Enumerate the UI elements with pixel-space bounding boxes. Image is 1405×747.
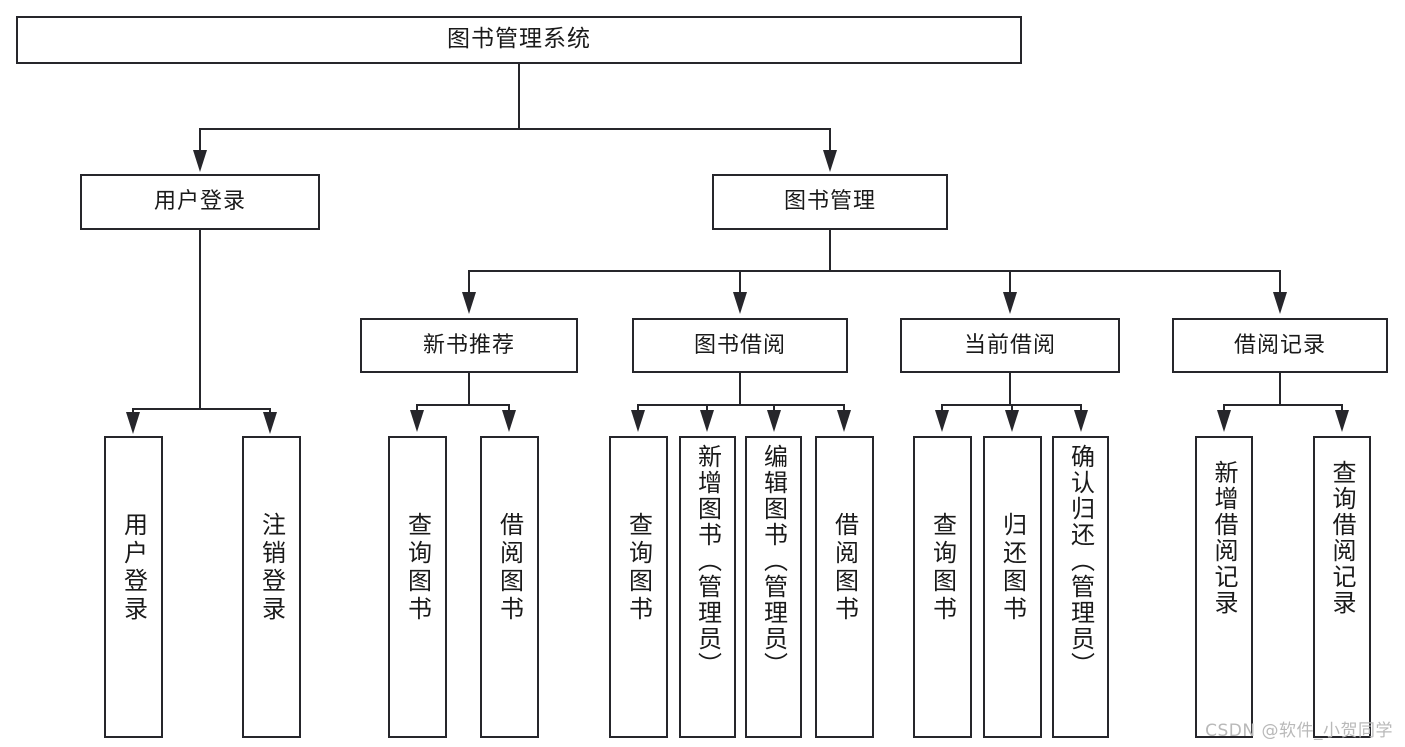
connector-root-stem <box>518 64 520 128</box>
node-new-book-recommend[interactable]: 新书推荐 <box>360 318 578 373</box>
connector-borrow-stem <box>739 373 741 404</box>
leaf-borrow-book-recommend[interactable]: 借阅图书 <box>480 436 539 738</box>
arrowhead-level2-2 <box>733 292 747 314</box>
connector-level2-drop-2 <box>739 270 741 292</box>
connector-level2-drop-3 <box>1009 270 1011 292</box>
connector-level2-bus <box>468 270 1280 272</box>
node-label: 查询图书 <box>928 512 957 624</box>
arrowhead-borrow-leaf-1 <box>631 410 645 432</box>
node-label: 新书推荐 <box>422 332 515 358</box>
node-label: 图书借阅 <box>693 332 786 358</box>
node-borrow-records[interactable]: 借阅记录 <box>1172 318 1388 373</box>
connector-records-bus <box>1223 404 1342 406</box>
connector-borrow-drop-2 <box>706 404 708 410</box>
connector-current-stem <box>1009 373 1011 404</box>
node-user-login[interactable]: 用户登录 <box>80 174 320 230</box>
leaf-query-borrow-record[interactable]: 查询借阅记录 <box>1313 436 1371 738</box>
connector-level1-bus <box>199 128 831 130</box>
node-label: 归还图书 <box>998 512 1027 624</box>
connector-level1-drop-1 <box>199 128 201 152</box>
leaf-query-book-current[interactable]: 查询图书 <box>913 436 972 738</box>
connector-recommend-drop-1 <box>416 404 418 410</box>
leaf-query-book-borrow[interactable]: 查询图书 <box>609 436 668 738</box>
leaf-edit-book-admin[interactable]: 编辑图书（管理员） <box>745 436 802 738</box>
connector-level1-drop-2 <box>829 128 831 152</box>
arrowhead-borrow-leaf-3 <box>767 410 781 432</box>
node-label: 新增图书（管理员） <box>693 444 722 678</box>
leaf-add-book-admin[interactable]: 新增图书（管理员） <box>679 436 736 738</box>
node-book-borrow[interactable]: 图书借阅 <box>632 318 848 373</box>
node-label: 用户登录 <box>119 512 148 624</box>
connector-login-stem <box>199 230 201 410</box>
node-label: 查询借阅记录 <box>1328 460 1356 616</box>
connector-recommend-drop-2 <box>508 404 510 410</box>
node-label: 查询图书 <box>403 512 432 624</box>
leaf-query-book-recommend[interactable]: 查询图书 <box>388 436 447 738</box>
connector-borrow-bus <box>637 404 844 406</box>
leaf-return-book[interactable]: 归还图书 <box>983 436 1042 738</box>
node-label: 用户登录 <box>153 189 246 215</box>
connector-borrow-drop-1 <box>637 404 639 410</box>
connector-level2-drop-1 <box>468 270 470 292</box>
node-label: 查询图书 <box>624 512 653 624</box>
connector-login-drop-1 <box>132 408 134 414</box>
node-label: 确认归还（管理员） <box>1066 444 1095 678</box>
node-label: 新增借阅记录 <box>1210 460 1238 616</box>
node-label: 编辑图书（管理员） <box>759 444 788 678</box>
leaf-logout[interactable]: 注销登录 <box>242 436 301 738</box>
connector-records-drop-1 <box>1223 404 1225 410</box>
connector-recommend-bus <box>416 404 509 406</box>
node-label: 借阅图书 <box>830 512 859 624</box>
leaf-user-login[interactable]: 用户登录 <box>104 436 163 738</box>
arrowhead-records-leaf-1 <box>1217 410 1231 432</box>
arrowhead-current-leaf-2 <box>1005 410 1019 432</box>
arrowhead-recommend-leaf-1 <box>410 410 424 432</box>
connector-recommend-stem <box>468 373 470 404</box>
node-label: 图书管理 <box>783 189 876 215</box>
arrowhead-level2-3 <box>1003 292 1017 314</box>
node-root-system[interactable]: 图书管理系统 <box>16 16 1022 64</box>
leaf-confirm-return-admin[interactable]: 确认归还（管理员） <box>1052 436 1109 738</box>
csdn-watermark: CSDN @软件_小贺同学 <box>1205 721 1393 741</box>
node-book-management[interactable]: 图书管理 <box>712 174 948 230</box>
arrowhead-level1-2 <box>823 150 837 172</box>
node-current-borrow[interactable]: 当前借阅 <box>900 318 1120 373</box>
node-label: 图书管理系统 <box>447 26 591 53</box>
connector-current-drop-3 <box>1080 404 1082 410</box>
arrowhead-borrow-leaf-2 <box>700 410 714 432</box>
connector-level2-drop-4 <box>1279 270 1281 292</box>
arrowhead-level1-1 <box>193 150 207 172</box>
connector-records-stem <box>1279 373 1281 404</box>
connector-records-drop-2 <box>1341 404 1343 410</box>
connector-login-bus <box>132 408 270 410</box>
arrowhead-recommend-leaf-2 <box>502 410 516 432</box>
connector-login-drop-2 <box>269 408 271 414</box>
connector-current-drop-2 <box>1011 404 1013 410</box>
arrowhead-borrow-leaf-4 <box>837 410 851 432</box>
arrowhead-records-leaf-2 <box>1335 410 1349 432</box>
connector-borrow-drop-4 <box>843 404 845 410</box>
leaf-add-borrow-record[interactable]: 新增借阅记录 <box>1195 436 1253 738</box>
node-label: 注销登录 <box>257 512 286 624</box>
connector-borrow-drop-3 <box>773 404 775 410</box>
leaf-borrow-book[interactable]: 借阅图书 <box>815 436 874 738</box>
node-label: 借阅图书 <box>495 512 524 624</box>
arrowhead-level2-4 <box>1273 292 1287 314</box>
node-label: 借阅记录 <box>1233 332 1326 358</box>
arrowhead-login-leaf-1 <box>126 412 140 434</box>
arrowhead-current-leaf-3 <box>1074 410 1088 432</box>
connector-current-drop-1 <box>941 404 943 410</box>
arrowhead-current-leaf-1 <box>935 410 949 432</box>
arrowhead-level2-1 <box>462 292 476 314</box>
connector-bookmgmt-stem <box>829 230 831 270</box>
node-label: 当前借阅 <box>963 332 1056 358</box>
arrowhead-login-leaf-2 <box>263 412 277 434</box>
